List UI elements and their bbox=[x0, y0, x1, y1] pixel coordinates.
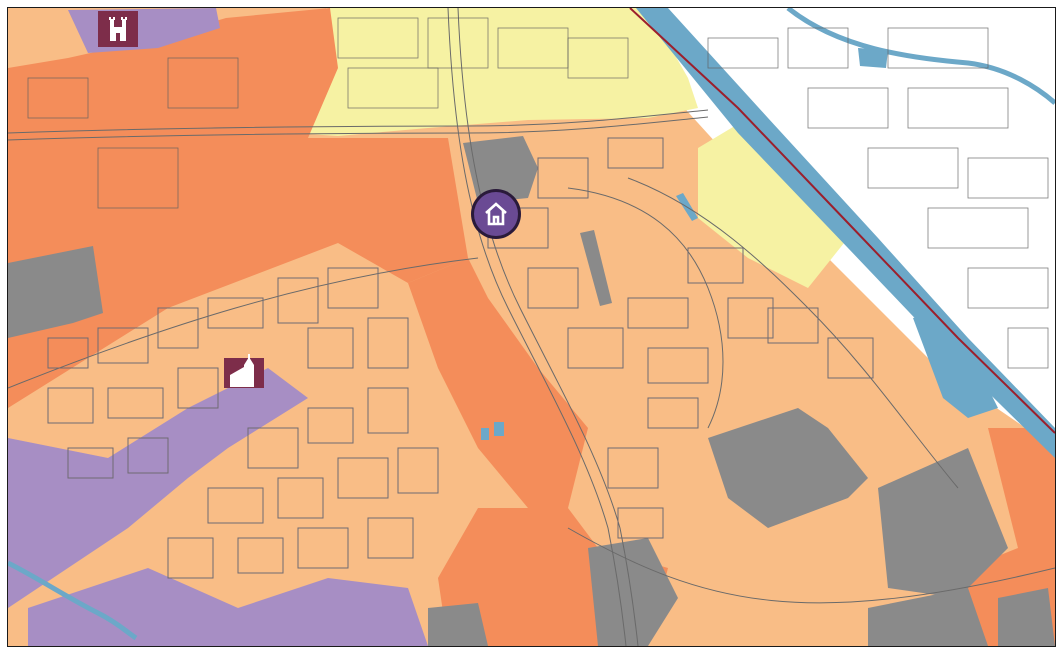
parcel-grid-southwest bbox=[47, 267, 439, 579]
parcel-grid-white-area bbox=[707, 27, 1049, 369]
water-pond-north bbox=[858, 48, 888, 68]
zone-yellow-north bbox=[293, 8, 698, 136]
road-east-west-2 bbox=[8, 116, 709, 141]
castle-glyph bbox=[109, 17, 127, 41]
boundary-line bbox=[629, 8, 1055, 434]
zone-gray-south-3 bbox=[868, 588, 988, 646]
castle-marker[interactable] bbox=[98, 11, 138, 47]
zone-gray-north-center bbox=[463, 136, 538, 203]
road-north-south bbox=[447, 8, 627, 646]
zone-orange-corridor bbox=[408, 258, 588, 508]
road-ring-inner bbox=[567, 187, 724, 429]
road-diagonal-se bbox=[567, 527, 1055, 604]
road-east-west bbox=[8, 109, 709, 134]
road-north-south-2 bbox=[457, 8, 639, 646]
zone-gray-industrial-1 bbox=[708, 408, 868, 528]
zone-orange-southeast bbox=[908, 428, 1055, 646]
zone-gray-south-4 bbox=[998, 588, 1055, 646]
water-pool-1 bbox=[481, 428, 489, 440]
road-diagonal-sw bbox=[8, 257, 479, 389]
water-stream-north bbox=[786, 8, 1055, 105]
zone-purple-south bbox=[28, 568, 428, 646]
map-canvas[interactable] bbox=[7, 7, 1056, 647]
church-glyph bbox=[230, 354, 254, 387]
water-pond-east bbox=[913, 313, 998, 418]
zone-gray-industrial-2 bbox=[878, 448, 1008, 598]
zone-gray-strip bbox=[580, 230, 612, 306]
zone-gray-south-1 bbox=[588, 538, 678, 646]
house-icon bbox=[474, 192, 518, 236]
zone-gray-west bbox=[8, 246, 103, 338]
zone-gray-south-2 bbox=[428, 603, 488, 646]
zone-purple-southwest bbox=[8, 368, 308, 608]
church-marker[interactable] bbox=[224, 354, 264, 388]
parcel-grid-north bbox=[27, 17, 629, 209]
zone-yellow-east bbox=[698, 118, 848, 288]
water-stream-southwest bbox=[8, 560, 138, 641]
house-marker[interactable] bbox=[471, 189, 521, 239]
zone-orange-west bbox=[8, 8, 468, 408]
map-svg bbox=[8, 8, 1055, 646]
water-pool-2 bbox=[494, 422, 504, 436]
house-glyph bbox=[485, 202, 507, 226]
